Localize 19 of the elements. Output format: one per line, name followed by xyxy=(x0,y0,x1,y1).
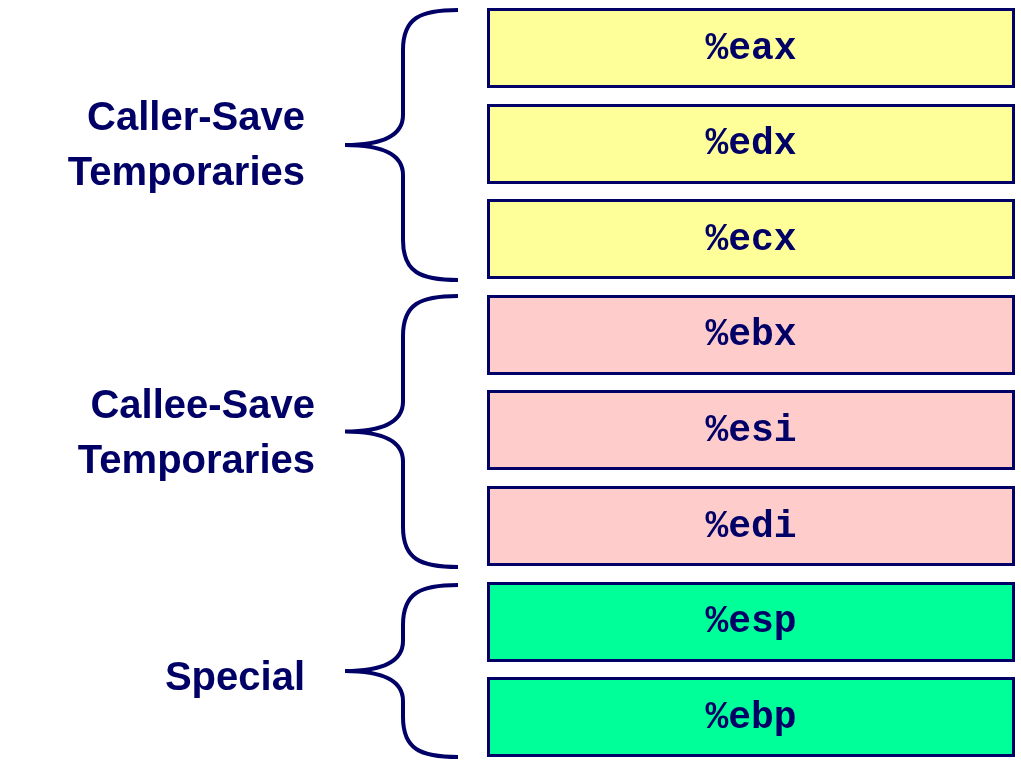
register-name: %ebp xyxy=(705,695,797,739)
register-box xyxy=(487,294,1015,375)
register-box xyxy=(487,390,1015,471)
register-name: %esp xyxy=(705,600,797,644)
register-name: %ebx xyxy=(705,313,797,357)
register-name: %edx xyxy=(705,122,797,166)
register-box xyxy=(487,103,1015,184)
group-label: Special xyxy=(163,653,305,700)
register-box xyxy=(487,486,1015,566)
register-name: %ecx xyxy=(705,217,797,261)
register-box xyxy=(487,199,1015,280)
group-label: Caller-Save Temporaries xyxy=(66,93,305,195)
register-box xyxy=(487,581,1015,662)
group-label: Callee-Save Temporaries xyxy=(76,381,315,483)
register-box xyxy=(487,8,1015,88)
register-name: %eax xyxy=(705,26,797,70)
register-name: %edi xyxy=(705,504,797,548)
register-box xyxy=(487,677,1015,758)
register-name: %esi xyxy=(705,408,797,452)
